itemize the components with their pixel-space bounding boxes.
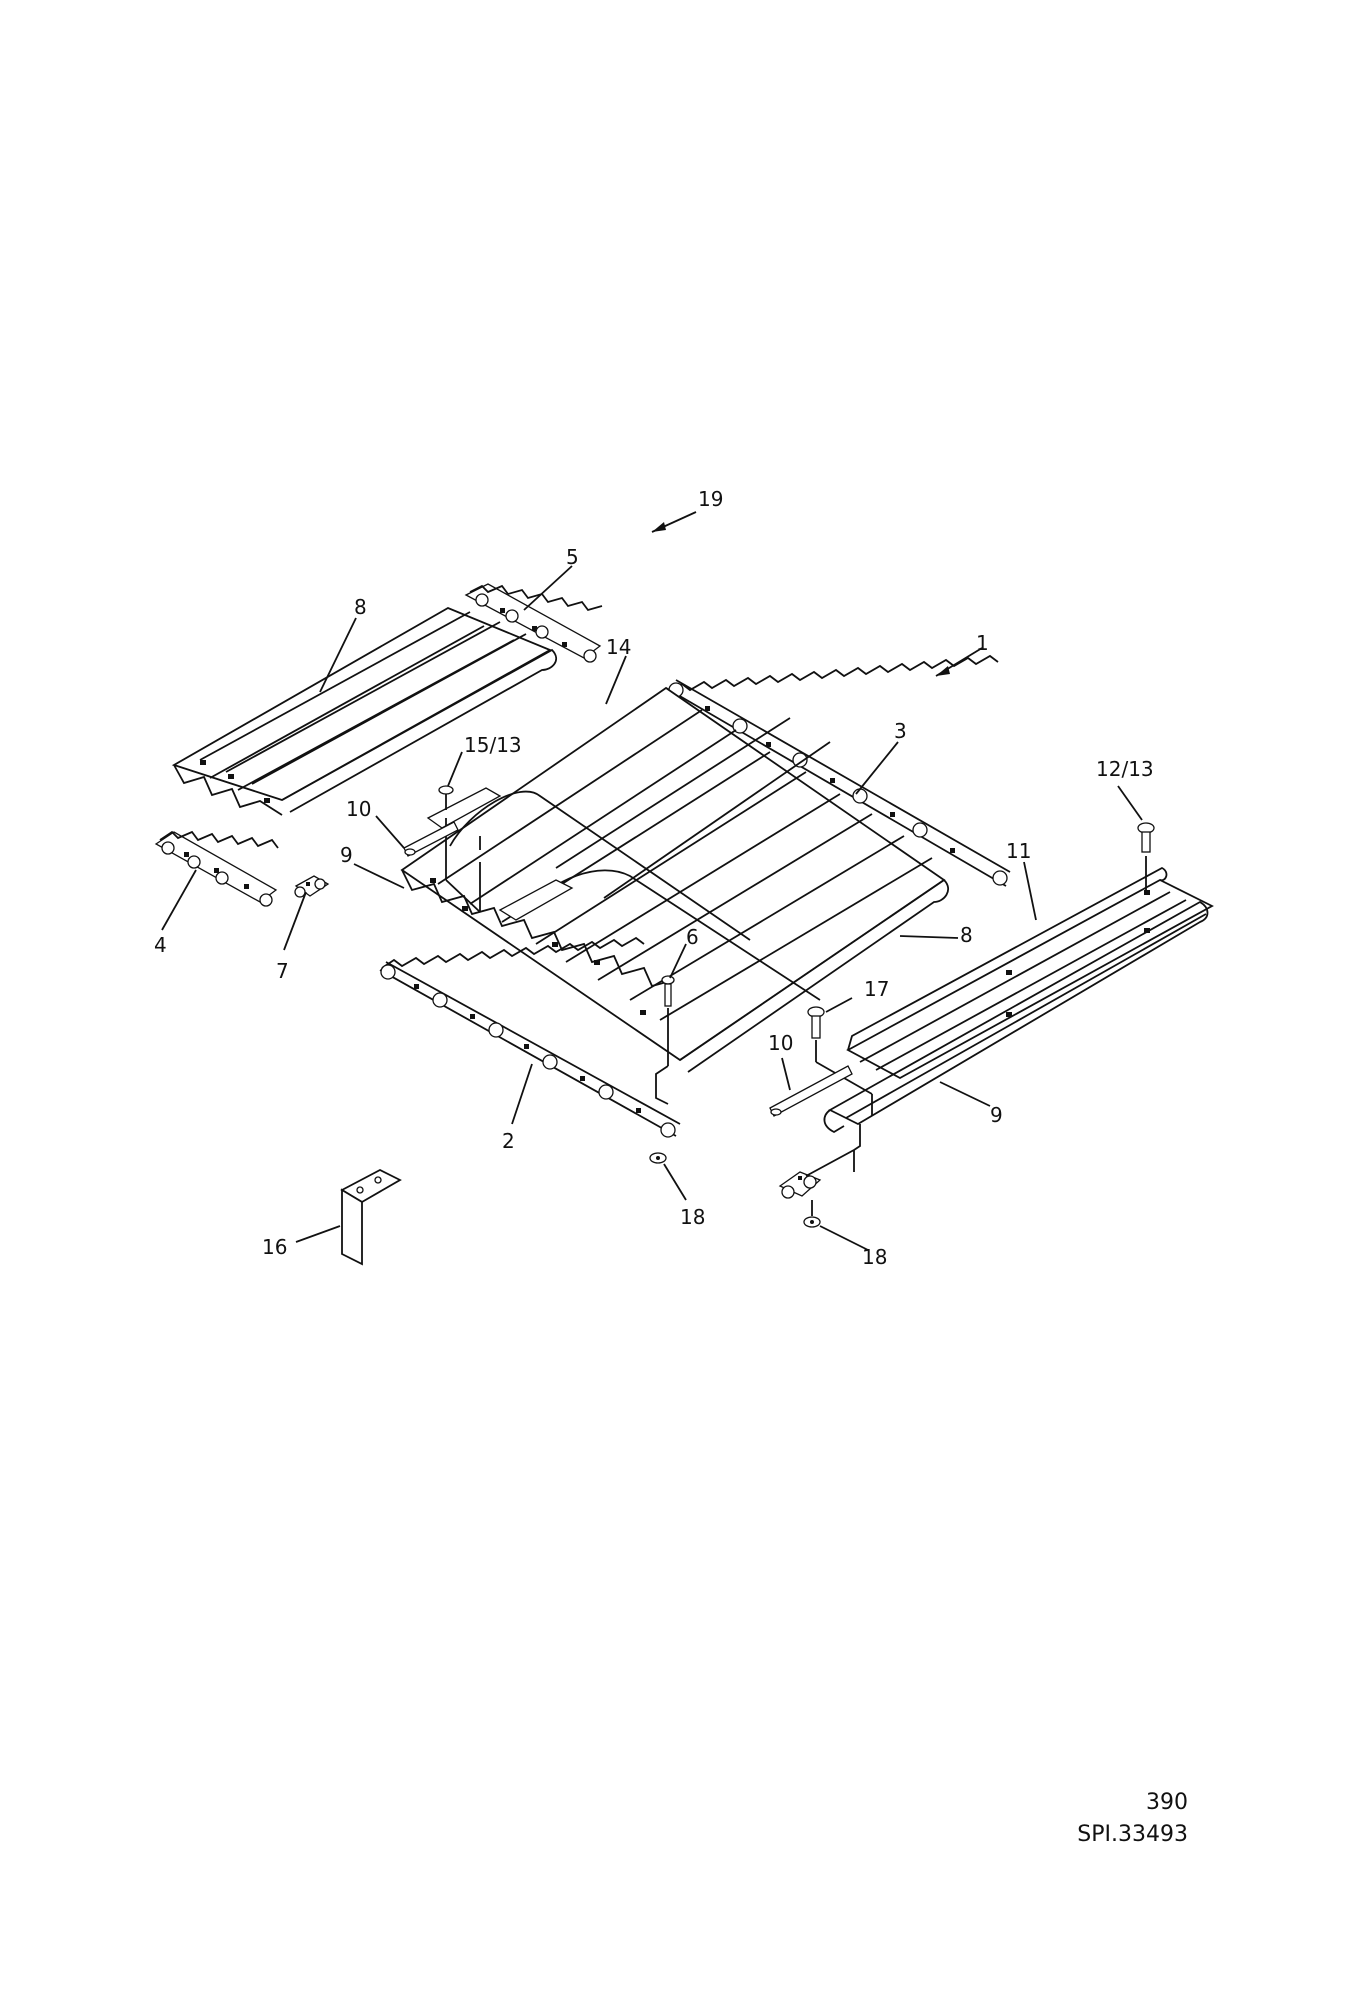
callout-2: 2 (502, 1129, 515, 1153)
rod-10-left (403, 821, 459, 857)
callout-15-13: 15/13 (464, 733, 522, 757)
callout-9-right: 9 (990, 1103, 1003, 1127)
chain-segment-3 (665, 654, 1011, 887)
callout-11: 11 (1006, 839, 1031, 863)
callout-6: 6 (686, 925, 699, 949)
washer-18-right (803, 1216, 821, 1228)
page-number: 390 (1146, 1790, 1188, 1815)
chain-link-7 (294, 875, 330, 898)
callout-1: 1 (976, 631, 989, 655)
callout-labels: 19 5 1 8 14 3 15/13 12/13 10 9 11 4 7 6 … (154, 487, 1154, 1269)
callout-17: 17 (864, 977, 889, 1001)
callout-9-left: 9 (340, 843, 353, 867)
callout-5: 5 (566, 545, 579, 569)
leader-lines (161, 511, 1143, 1251)
callout-10-lower: 10 (768, 1031, 793, 1055)
bolt-12-13 (1137, 822, 1155, 890)
callout-12-13: 12/13 (1096, 757, 1154, 781)
callout-4: 4 (154, 933, 167, 957)
main-slat-assembly (400, 686, 949, 1073)
callout-14: 14 (606, 635, 631, 659)
slat-group-top-left (171, 606, 557, 816)
chain-segment-2 (379, 936, 681, 1138)
callout-19: 19 (698, 487, 723, 511)
drawing-reference: SPI.33493 (1077, 1822, 1188, 1847)
bracket-16 (340, 1168, 402, 1266)
chain-segment-5 (464, 583, 603, 663)
rod-10-lower (769, 1065, 853, 1117)
bolt-17 (807, 1006, 873, 1116)
chain-segment-4 (154, 830, 279, 907)
callout-18-left: 18 (680, 1205, 705, 1229)
callout-3: 3 (894, 719, 907, 743)
callout-18-right: 18 (862, 1245, 887, 1269)
callout-7: 7 (276, 959, 289, 983)
washer-18-left (649, 1152, 667, 1164)
bolt-6 (655, 975, 675, 1105)
callout-8-right: 8 (960, 923, 973, 947)
callout-8-top: 8 (354, 595, 367, 619)
callout-10-left: 10 (346, 797, 371, 821)
chain-link-lower-right (778, 1124, 861, 1216)
callout-16: 16 (262, 1235, 287, 1259)
rail-assembly-right (823, 866, 1214, 1134)
